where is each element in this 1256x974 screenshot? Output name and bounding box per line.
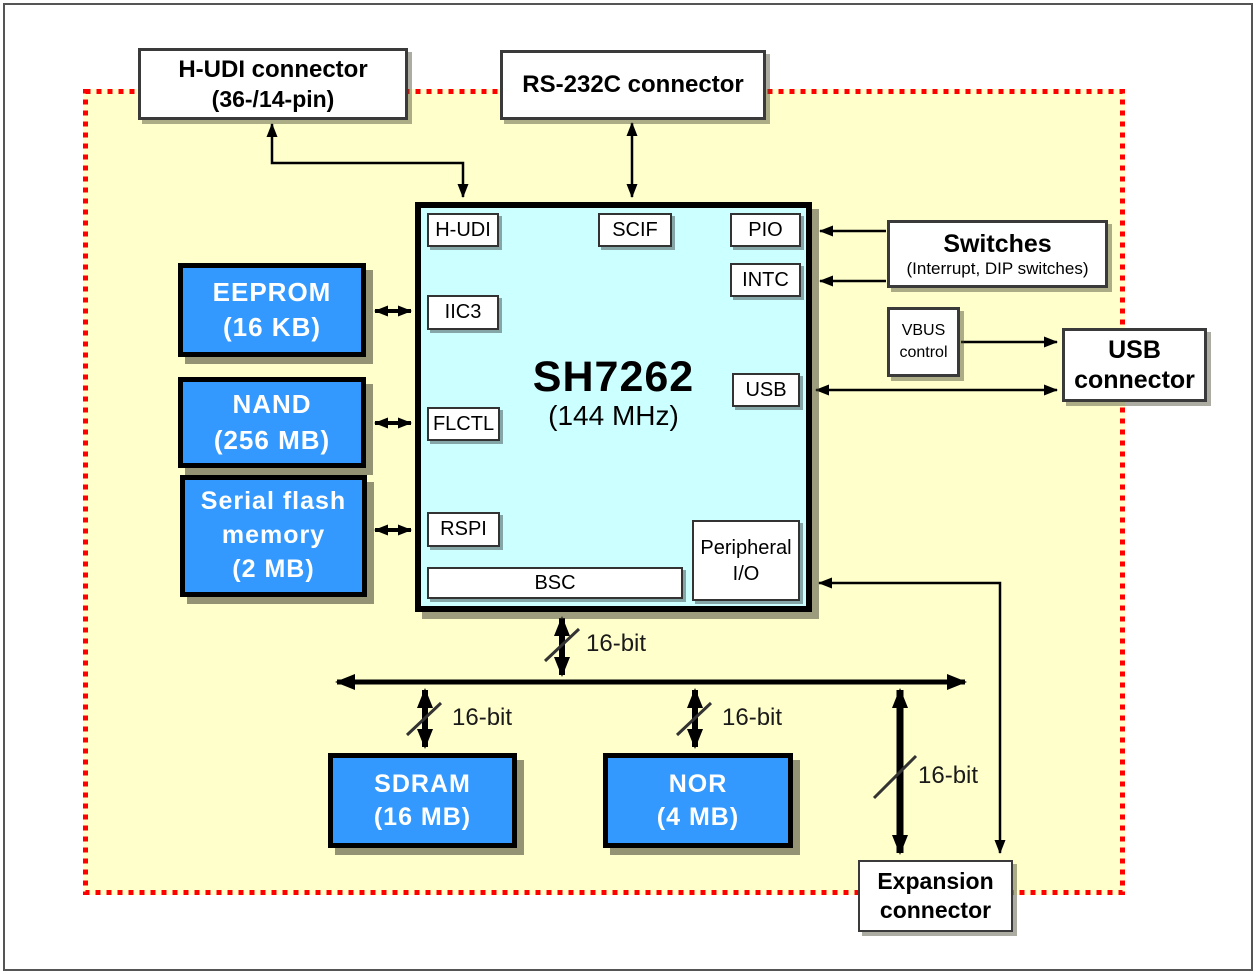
rs232c-connector-label: RS-232C connector: [522, 71, 744, 99]
peripheral-io-line2: I/O: [732, 562, 760, 585]
switches-subtitle: (Interrupt, DIP switches): [906, 259, 1089, 279]
expansion-label2: connector: [879, 897, 992, 923]
bus-width-slash: [675, 701, 713, 737]
bus-width-slash: [405, 701, 443, 737]
chip-block-pio: PIO: [730, 213, 801, 247]
chip-title: SH7262: [532, 353, 695, 401]
vbus-control-box: VBUS control: [887, 307, 960, 377]
eeprom-size: (16 KB): [222, 312, 321, 342]
chip-frequency: (144 MHz): [548, 400, 679, 431]
nand-box: NAND (256 MB): [178, 377, 366, 468]
chip-block-hudi: H-UDI: [427, 213, 499, 247]
serial-flash-label1: Serial flash: [200, 487, 347, 516]
image-frame: [3, 3, 1253, 971]
bus-width-slash: [543, 627, 581, 663]
chip-block-peripheral-io: Peripheral I/O: [692, 520, 800, 601]
sdram-size: (16 MB): [373, 802, 472, 831]
serial-flash-label2: memory: [221, 521, 326, 550]
chip-block-bsc: BSC: [427, 567, 683, 599]
chip-block-scif: SCIF: [598, 213, 672, 247]
bus-width-label-bsc: 16-bit: [586, 630, 647, 657]
expansion-connector-box: Expansion connector: [858, 860, 1013, 932]
arrow-hudi-connector-chip: [266, 123, 469, 198]
nand-label: NAND: [232, 389, 312, 420]
serial-flash-box: Serial flash memory (2 MB): [180, 475, 367, 597]
hudi-connector-box: H-UDI connector (36-/14-pin): [138, 48, 408, 120]
chip-block-iic3: IIC3: [427, 295, 499, 330]
usb-connector-label1: USB: [1108, 335, 1161, 364]
usb-connector-label2: connector: [1074, 366, 1195, 394]
usb-connector-box: USB connector: [1062, 328, 1207, 402]
bus-width-slash: [872, 754, 918, 800]
switches-box: Switches (Interrupt, DIP switches): [887, 220, 1108, 288]
hudi-connector-label: H-UDI connector: [178, 56, 368, 84]
chip-block-intc: INTC: [730, 263, 801, 297]
sh7262-chip: SH7262 (144 MHz) H-UDI SCIF PIO INTC IIC…: [415, 202, 812, 612]
hudi-connector-pins: (36-/14-pin): [211, 85, 335, 112]
serial-flash-size: (2 MB): [232, 554, 315, 583]
vbus-label2: control: [899, 344, 948, 361]
expansion-label1: Expansion: [877, 868, 994, 895]
nor-box: NOR (4 MB): [603, 753, 793, 848]
nor-size: (4 MB): [656, 802, 740, 831]
eeprom-label: EEPROM: [212, 276, 332, 307]
peripheral-io-line1: Peripheral: [700, 536, 792, 559]
nand-size: (256 MB): [213, 424, 331, 455]
rs232c-connector-box: RS-232C connector: [500, 50, 766, 120]
sdram-box: SDRAM (16 MB): [328, 753, 517, 848]
vbus-label1: VBUS: [901, 322, 946, 340]
eeprom-box: EEPROM (16 KB): [178, 263, 366, 357]
bus-width-label-expansion: 16-bit: [918, 762, 979, 789]
chip-block-usb: USB: [732, 373, 800, 407]
nor-label: NOR: [668, 770, 728, 798]
sdram-label: SDRAM: [374, 770, 471, 798]
switches-label: Switches: [943, 229, 1052, 258]
bus-width-label-sdram: 16-bit: [452, 704, 513, 731]
arrow-peripheral-io-expansion: [818, 577, 1006, 854]
bus-width-label-nor: 16-bit: [722, 704, 783, 731]
chip-block-rspi: RSPI: [427, 512, 500, 547]
chip-block-flctl: FLCTL: [427, 407, 500, 441]
